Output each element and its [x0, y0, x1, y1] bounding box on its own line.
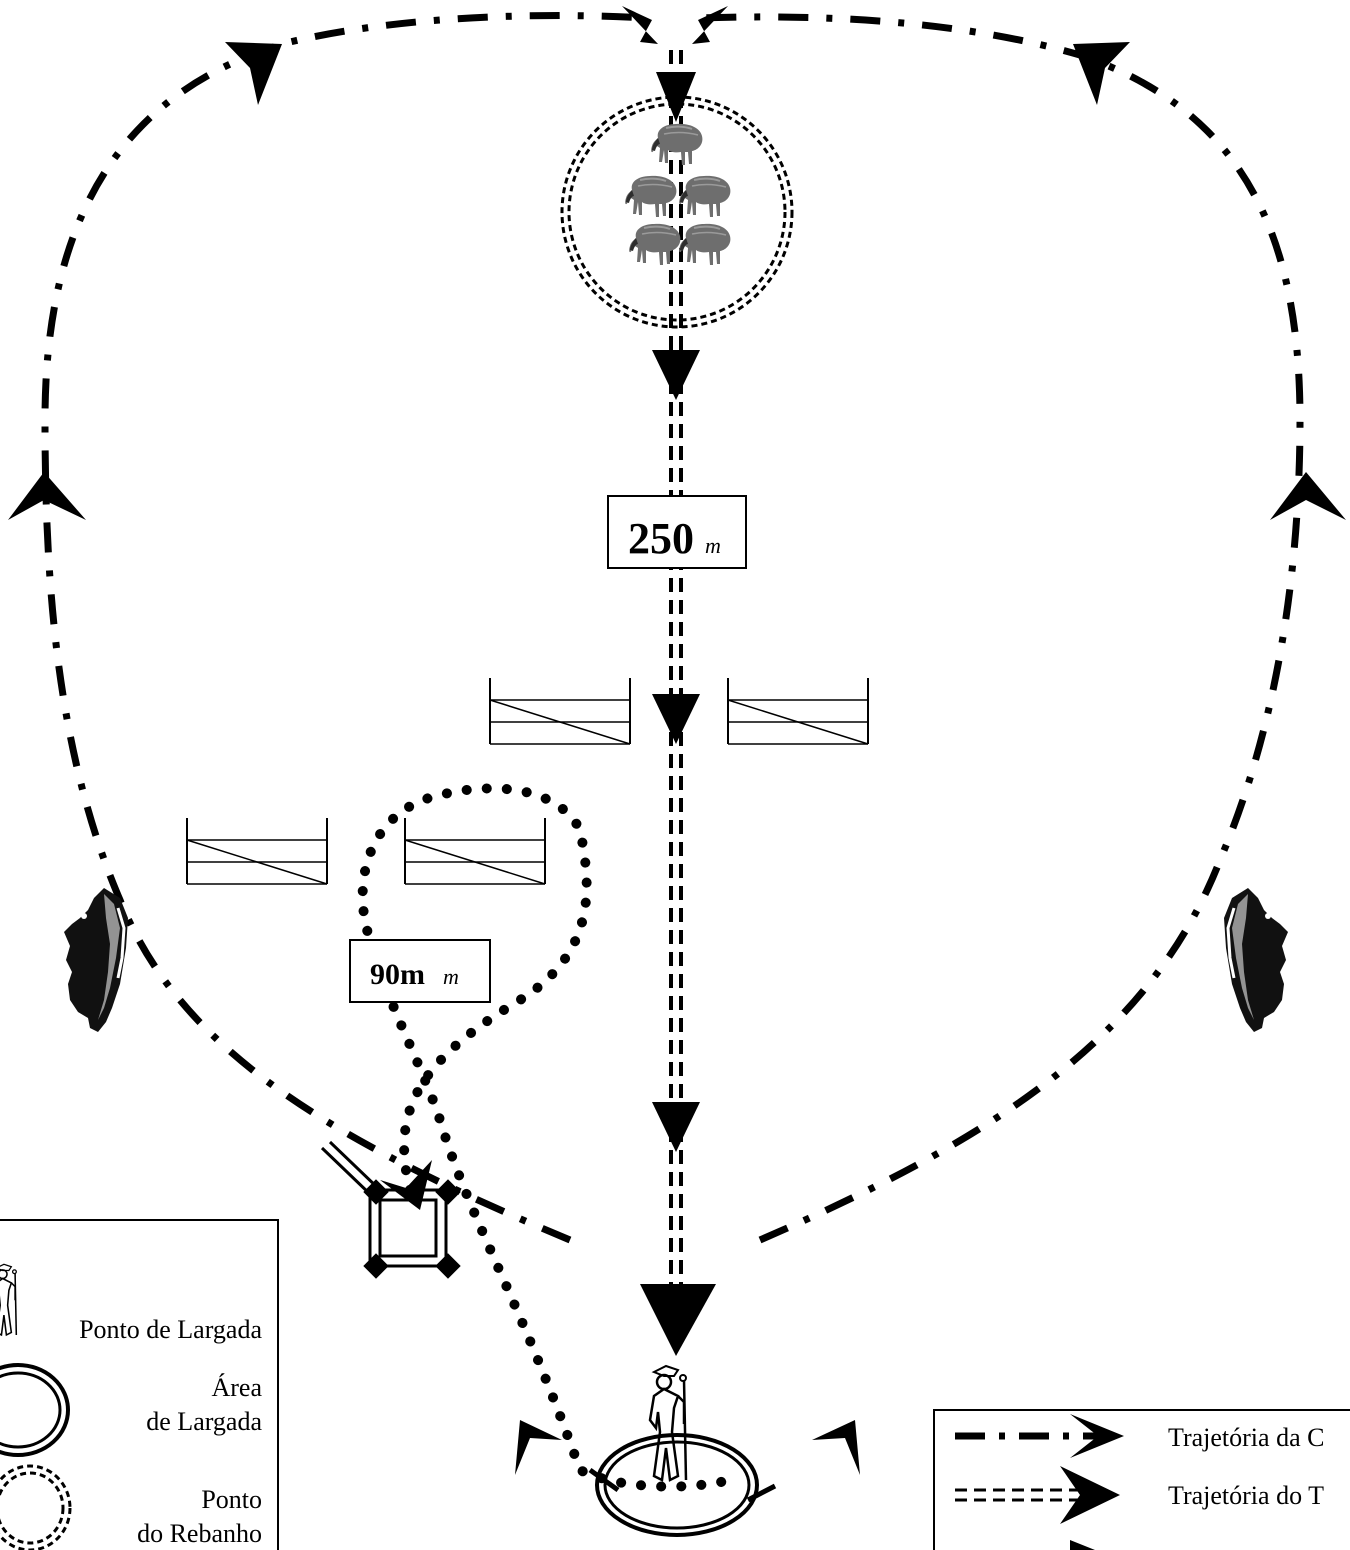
legend-flock-point-line2: do Rebanho	[137, 1519, 262, 1548]
shepherd-icon	[648, 1364, 688, 1482]
sheep-icon	[678, 174, 732, 218]
legend-left: Ponto de Largada Área de Largada Ponto d…	[0, 1219, 279, 1550]
gate-obstacle-icon	[727, 677, 869, 745]
fetch-legend-symbol	[955, 1466, 1120, 1524]
gate-obstacle-icon	[404, 817, 546, 885]
outrun-legend-symbol	[955, 1414, 1124, 1458]
flock-point-icon	[0, 1464, 72, 1550]
legend-right: Trajetória da C Trajetória do T	[933, 1409, 1350, 1550]
outrun-path-right	[699, 13, 1304, 1244]
legend-start-area-line2: de Largada	[146, 1407, 262, 1436]
pen-icon	[320, 1140, 461, 1279]
distance-main-value: 250	[628, 514, 694, 563]
legend-start-area-line1: Área	[211, 1373, 262, 1402]
sheep-icon	[678, 222, 732, 266]
distance-label-main: 250 m	[607, 495, 747, 569]
legend-flock-point-line1: Ponto	[201, 1485, 262, 1514]
gate-obstacle-icon	[489, 677, 631, 745]
start-area-icon	[0, 1363, 70, 1457]
distance-small-value: 90m	[370, 958, 425, 991]
legend-third-arrow	[1070, 1540, 1095, 1550]
drive-path	[357, 783, 735, 1492]
distance-small-unit: m	[443, 964, 459, 989]
sheep-icon	[650, 122, 704, 166]
dog-icon	[1222, 886, 1290, 1034]
sheep-icon	[624, 174, 678, 218]
outrun-path-left	[41, 12, 646, 1244]
dog-icon	[62, 886, 130, 1034]
legend-start-point: Ponto de Largada	[79, 1315, 262, 1344]
distance-main-unit: m	[705, 533, 721, 558]
distance-label-small: 90m m	[349, 939, 491, 1003]
outrun-arrowheads	[8, 6, 1346, 1475]
gate-obstacle-icon	[186, 817, 328, 885]
legend-outrun-label: Trajetória da C	[1168, 1423, 1324, 1452]
flock-point	[560, 95, 794, 329]
fetch-arrowheads	[640, 72, 716, 1356]
start-area	[588, 1364, 777, 1537]
drive-arrowhead	[380, 1160, 432, 1210]
legend-fetch-label: Trajetória do T	[1168, 1481, 1324, 1510]
